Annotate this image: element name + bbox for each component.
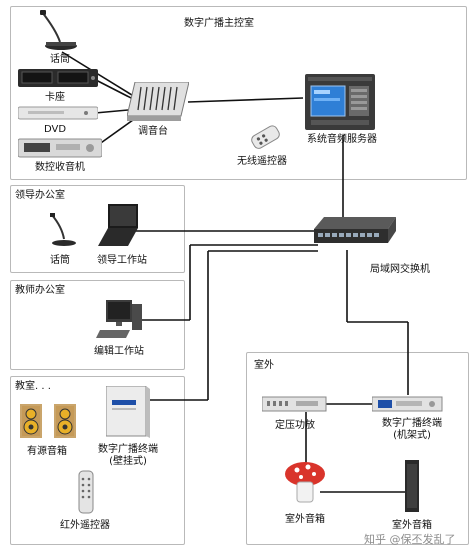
cassette-label: 卡座	[45, 92, 65, 103]
mixer-label: 调音台	[138, 126, 168, 137]
outdoor-title: 室外	[254, 360, 274, 371]
column-speaker-icon	[405, 460, 419, 512]
switch-label: 局域网交换机	[370, 264, 430, 275]
watermark: 知乎 @保丕发乱了	[364, 533, 456, 546]
office-microphone-icon	[50, 213, 76, 246]
audio-server-label: 系统音频服务器	[307, 134, 377, 145]
rack-terminal-label: 数字广播终端 (机架式)	[382, 418, 442, 441]
amplifier-label: 定压功放	[275, 420, 315, 431]
dvd-player-icon	[18, 106, 98, 120]
leader-office-title: 领导办公室	[15, 190, 65, 201]
mushroom-speaker-icon	[285, 462, 325, 503]
wall-terminal-icon	[106, 386, 150, 438]
office-microphone-label: 话筒	[50, 255, 70, 266]
wireless-remote-label: 无线遥控器	[237, 156, 287, 167]
tuner-label: 数控收音机	[35, 162, 85, 173]
cassette-deck-icon	[18, 69, 98, 87]
audio-server-icon	[305, 74, 375, 130]
classroom-title: 教室. . .	[15, 381, 51, 392]
column-speaker-label: 室外音箱	[392, 520, 432, 531]
leader-workstation-label: 领导工作站	[97, 255, 147, 266]
control-room-title: 数字广播主控室	[184, 18, 254, 29]
microphone-icon	[40, 10, 77, 50]
microphone-label: 话筒	[50, 54, 70, 65]
teacher-office-title: 教师办公室	[15, 285, 65, 296]
ir-remote-label: 红外遥控器	[60, 520, 110, 531]
edit-workstation-label: 编辑工作站	[94, 346, 144, 357]
edit-workstation-icon	[96, 300, 142, 338]
outdoor-panel	[246, 352, 469, 545]
amplifier-icon	[262, 396, 327, 412]
wall-terminal-label: 数字广播终端 (壁挂式)	[98, 444, 158, 467]
network-switch-icon	[314, 217, 396, 243]
teacher-office-panel	[10, 280, 185, 370]
mixer-icon	[127, 82, 189, 121]
rack-terminal-icon	[372, 396, 443, 412]
dvd-label: DVD	[43, 124, 67, 135]
leader-laptop-icon	[98, 204, 138, 246]
leader-office-panel	[10, 185, 185, 273]
active-speaker-icon	[20, 404, 76, 438]
ir-remote-icon	[78, 470, 94, 514]
wireless-remote-icon	[251, 125, 280, 149]
tuner-icon	[18, 138, 102, 158]
active-speaker-label: 有源音箱	[27, 446, 67, 457]
outdoor-speaker-label: 室外音箱	[285, 514, 325, 525]
